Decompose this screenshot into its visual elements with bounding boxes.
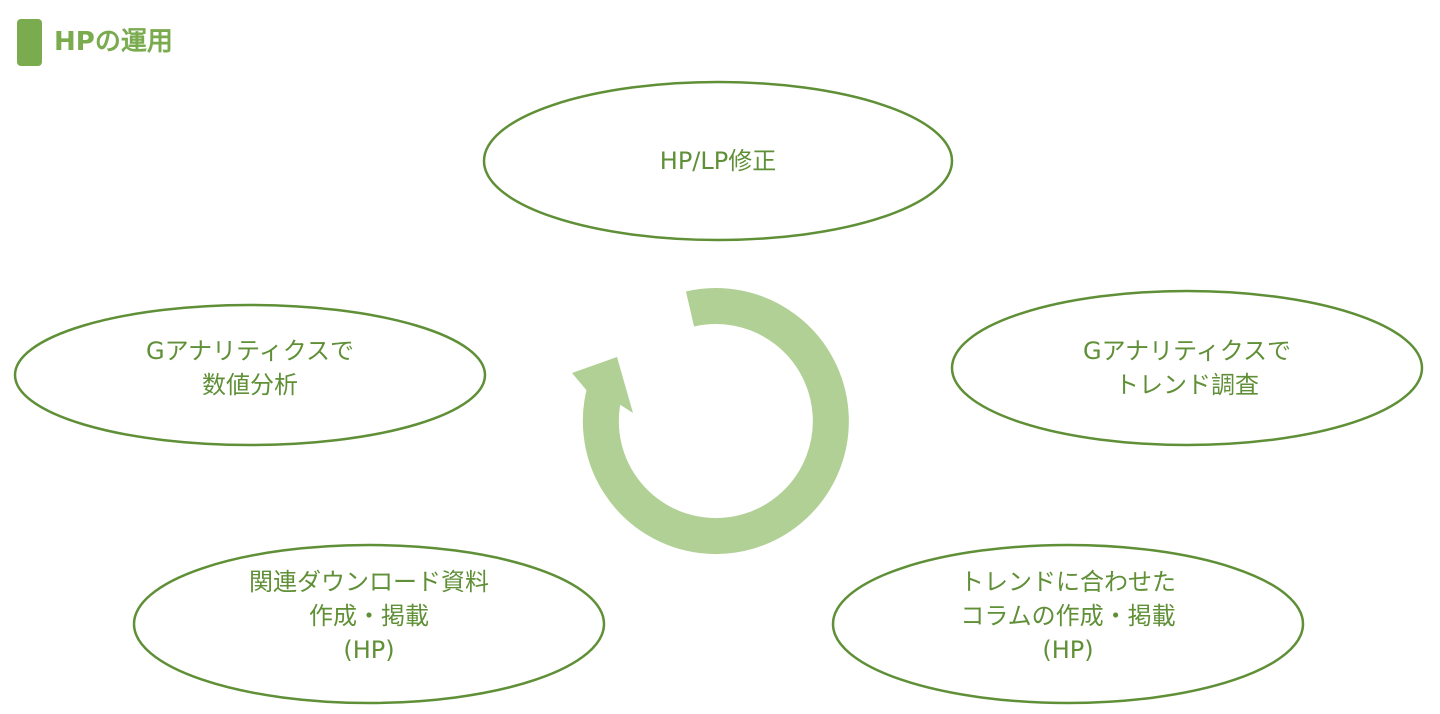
node-line: HP/LP修正 [659, 147, 777, 175]
node-shape-analytics [13, 303, 487, 447]
node-hp-lp-fix: HP/LP修正 [660, 144, 776, 178]
node-line: (HP) [343, 636, 395, 664]
title-accent-bar [17, 19, 42, 66]
node-column-creation: トレンドに合わせた コラムの作成・掲載 (HP) [960, 565, 1176, 667]
node-line: 数値分析 [202, 371, 298, 399]
node-download-material: 関連ダウンロード資料 作成・掲載 (HP) [249, 565, 489, 667]
node-line: (HP) [1042, 636, 1094, 664]
node-shape-trend-research [950, 289, 1424, 447]
node-line: Gアナリティクスで [1083, 337, 1291, 365]
node-line: Gアナリティクスで [146, 337, 354, 365]
node-analytics: Gアナリティクスで 数値分析 [146, 334, 354, 402]
node-shape-hp-lp-fix [482, 80, 954, 242]
node-line: トレンド調査 [1115, 371, 1259, 399]
node-shape-column-creation [831, 543, 1305, 705]
cycle-arrow-head [572, 357, 633, 413]
node-line: 作成・掲載 [309, 602, 429, 630]
node-trend-research: Gアナリティクスで トレンド調査 [1083, 334, 1291, 402]
page-title: HPの運用 [54, 27, 173, 57]
node-line: 関連ダウンロード資料 [249, 568, 489, 596]
cycle-arrow-arc [582, 288, 849, 555]
node-line: トレンドに合わせた [960, 568, 1176, 596]
node-shape-download-material [132, 543, 606, 705]
node-line: コラムの作成・掲載 [960, 602, 1176, 630]
